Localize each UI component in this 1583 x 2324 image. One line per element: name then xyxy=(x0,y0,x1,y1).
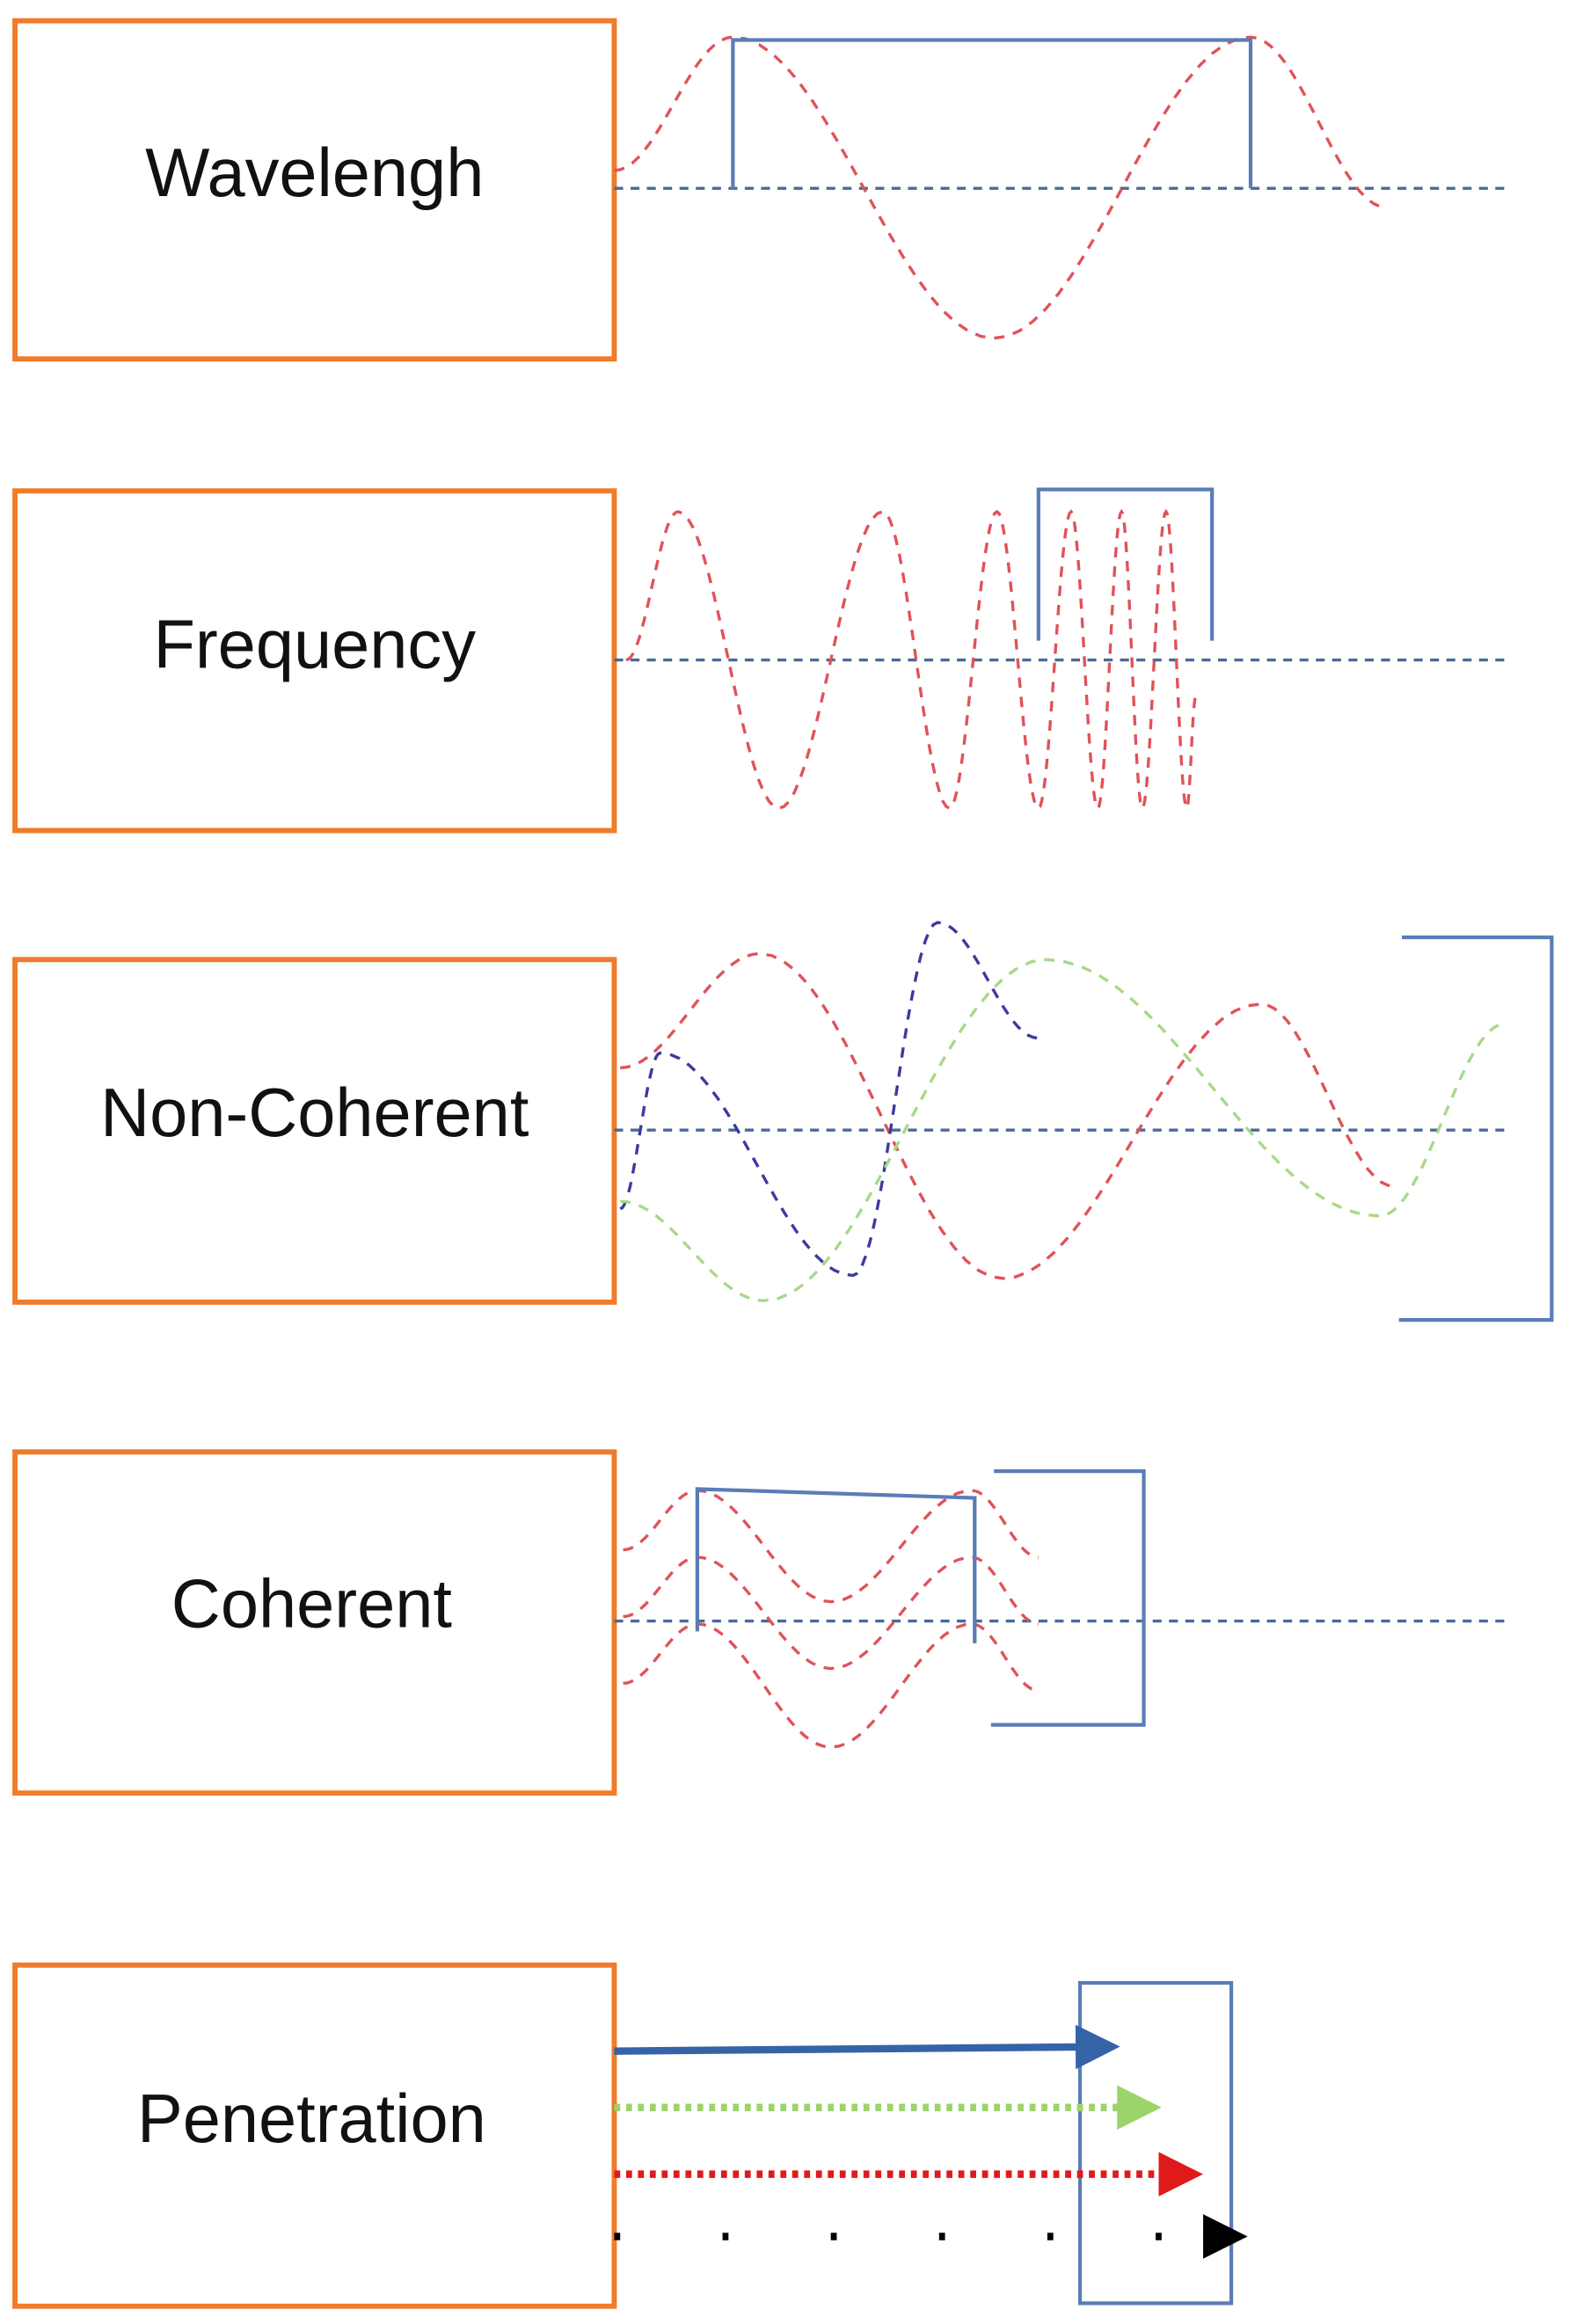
coherent-wavelength-bracket xyxy=(695,1487,977,1643)
frequency-label: Frequency xyxy=(153,607,476,682)
wavelength-bracket xyxy=(731,38,1253,189)
non-coherent-label-box xyxy=(12,957,617,1305)
red-wave-1 xyxy=(623,1489,1040,1604)
red-chirp-wave xyxy=(625,508,1198,812)
red-wave-3 xyxy=(623,1622,1040,1749)
coherent-label-box xyxy=(12,1449,617,1796)
frequency-row: Frequency xyxy=(12,487,1511,834)
coherent-row: Coherent xyxy=(12,1449,1511,1796)
penetration-label-box xyxy=(12,1962,617,2309)
non-coherent-label: Non-Coherent xyxy=(100,1075,529,1151)
penetration-label: Penetration xyxy=(137,2081,486,2157)
coherent-label: Coherent xyxy=(171,1567,452,1643)
blue-wave xyxy=(619,921,1040,1278)
wavelength-row: Wavelengh xyxy=(12,18,1511,362)
penetration-target-box xyxy=(1077,1980,1234,2306)
frequency-label-box xyxy=(12,488,617,834)
wavelength-label-box xyxy=(12,18,617,362)
blue-arrow xyxy=(614,2024,1120,2070)
coherent-bracket xyxy=(990,1469,1146,1727)
wavelength-label: Wavelengh xyxy=(145,135,484,211)
penetration-row: Penetration xyxy=(12,1962,1248,2309)
red-wave xyxy=(620,951,1395,1280)
non-coherent-row: Non-Coherent xyxy=(12,921,1554,1322)
green-wave xyxy=(620,958,1506,1302)
frequency-bracket xyxy=(1036,487,1215,641)
red-wave-2 xyxy=(623,1555,1040,1671)
non-coherent-bracket xyxy=(1398,935,1554,1322)
